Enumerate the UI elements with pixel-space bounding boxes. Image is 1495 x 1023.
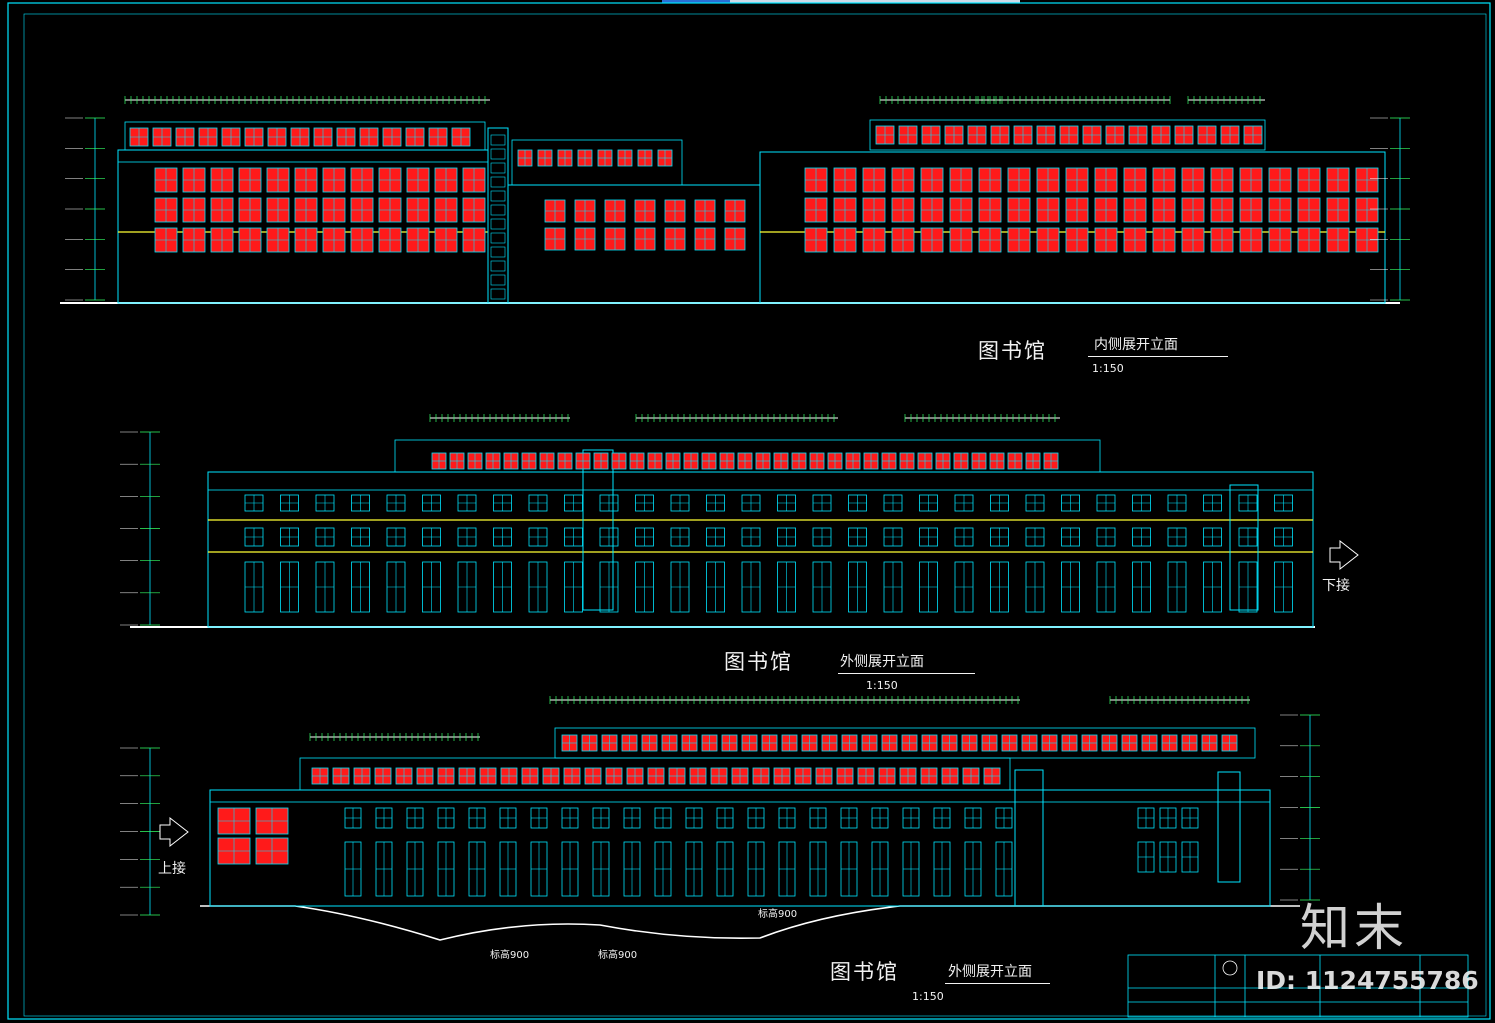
viewport-tab[interactable] [730,0,1020,3]
level-label: 标高900 [598,950,638,961]
level-label: 标高900 [490,950,530,961]
drawing-1-scale: 1:150 [1092,362,1124,375]
drawing-1-subtitle: 内侧展开立面 [1094,337,1178,353]
level-label: 标高900 [758,909,798,920]
continue-arrow [159,816,189,848]
elevation-inner [60,96,1410,304]
continue-arrow [1329,539,1359,571]
drawing-2-continue-label: 下接 [1322,578,1350,594]
watermark-id: ID: 1124755786 [1256,966,1479,995]
watermark-logo: 知末 [1300,899,1408,957]
drawing-2-scale: 1:150 [866,679,898,692]
ground-line [200,905,1300,941]
elevation-outer-1 [120,414,1359,628]
sheet-border [7,2,1491,1020]
viewport-tab-active[interactable] [662,0,730,3]
drawing-3-title: 图书馆 [830,960,899,984]
elevation-outer-2 [120,696,1320,941]
drawing-3-continue-label: 上接 [158,861,186,877]
drawing-2-title: 图书馆 [724,650,793,674]
drawing-1-underline [1088,356,1228,357]
sheet-inner-border [23,13,1487,1017]
drawing-2-subtitle: 外侧展开立面 [840,654,924,670]
drawing-3-subtitle: 外侧展开立面 [948,964,1032,980]
drawing-2-underline [838,673,975,674]
drawing-3-scale: 1:150 [912,990,944,1003]
drawing-1-title: 图书馆 [978,339,1047,363]
drawing-3-underline [945,983,1050,984]
title-block [1127,954,1469,1018]
